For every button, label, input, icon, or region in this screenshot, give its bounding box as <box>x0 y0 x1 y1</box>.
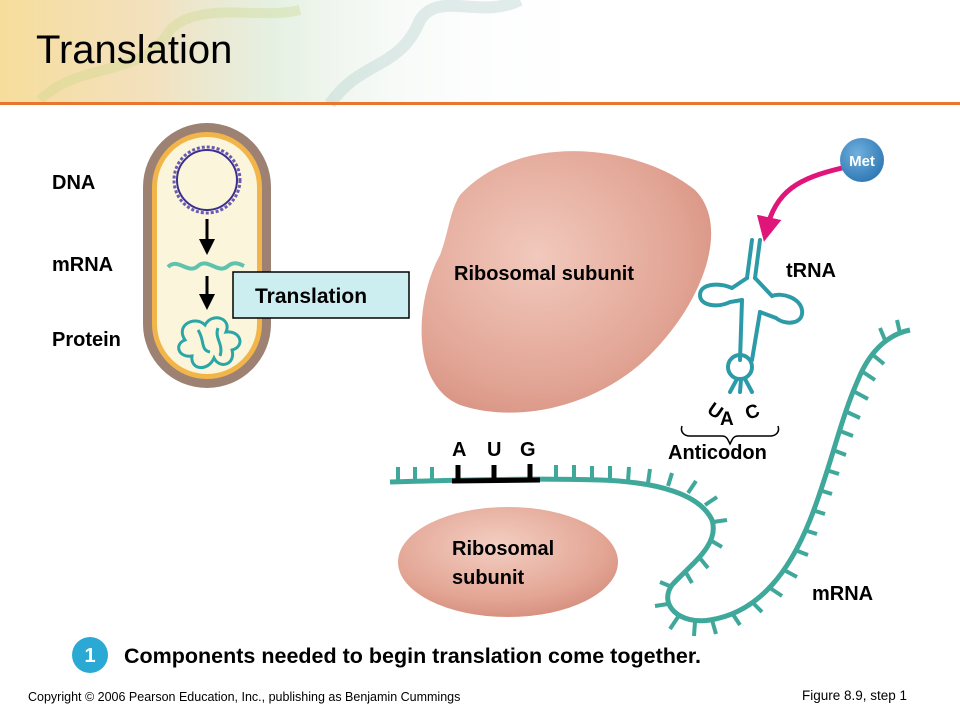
anticodon-a: A <box>720 409 734 430</box>
trna-label: tRNA <box>786 260 836 282</box>
cell-inset <box>143 123 271 388</box>
title-underline <box>0 102 960 105</box>
translation-box-label: Translation <box>255 285 367 308</box>
anticodon-c: C <box>743 400 763 425</box>
mrna-to-protein-arrow <box>199 276 215 310</box>
met-label: Met <box>849 153 875 170</box>
mrna-ticks <box>396 319 902 637</box>
mrna-inset-label: mRNA <box>52 254 113 276</box>
cytoplasm <box>157 137 257 374</box>
step-caption: Components needed to begin translation c… <box>124 644 701 668</box>
trna-molecule <box>697 238 805 394</box>
step-number-badge <box>72 637 108 673</box>
title-banner <box>0 0 960 108</box>
mrna-label: mRNA <box>812 583 873 605</box>
small-ribosome-label-line1: Ribosomal <box>452 538 554 560</box>
met-amino-acid <box>840 138 884 182</box>
codon-a: A <box>452 439 466 461</box>
start-codon <box>451 464 541 484</box>
anticodon-label: Anticodon <box>668 442 767 464</box>
dna-label: DNA <box>52 172 95 194</box>
mrna-strand <box>389 319 911 637</box>
mrna-strand-inset <box>166 261 245 271</box>
codon-g: G <box>520 439 536 461</box>
codon-u: U <box>487 439 501 461</box>
figure-reference: Figure 8.9, step 1 <box>802 688 908 703</box>
copyright-notice: Copyright © 2006 Pearson Education, Inc.… <box>28 690 461 704</box>
protein-blob <box>177 316 242 369</box>
large-ribosome-label: Ribosomal subunit <box>454 263 634 285</box>
dna-circle <box>172 145 242 215</box>
small-ribosomal-subunit <box>398 507 618 617</box>
page-title: Translation <box>36 28 233 72</box>
step-number: 1 <box>84 645 95 667</box>
dna-to-mrna-arrow <box>199 219 215 255</box>
large-ribosomal-subunit <box>421 151 712 413</box>
met-arrow <box>756 165 843 242</box>
translation-box <box>232 271 410 319</box>
protein-label: Protein <box>52 329 121 351</box>
small-ribosome-label-line2: subunit <box>452 567 525 589</box>
banner-texture <box>0 0 620 104</box>
anticodon-brace <box>680 425 780 446</box>
